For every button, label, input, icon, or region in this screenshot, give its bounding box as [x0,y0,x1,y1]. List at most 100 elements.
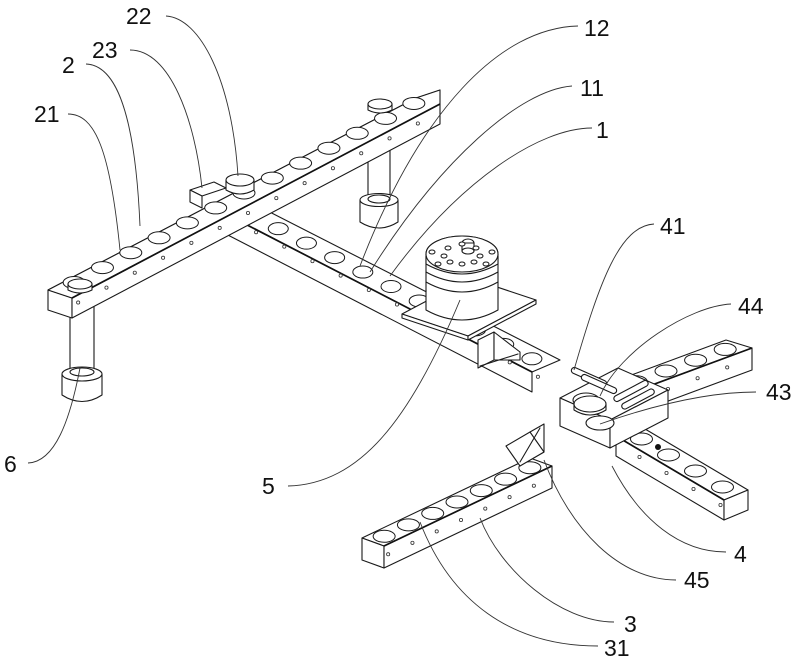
beam-hole [267,222,289,236]
label-1: 1 [596,117,609,143]
label-5: 5 [262,473,275,499]
beam-hole [90,261,114,275]
boss-22 [225,173,255,195]
beam-hole [324,251,346,265]
bracket-45 [505,423,545,467]
screw-hole [245,210,250,215]
beam-hole [204,201,228,215]
screw-hole [410,540,415,545]
screw-hole [387,136,392,141]
disk-bolt-hole [458,261,466,267]
label-41: 41 [660,213,686,239]
cross-beam-lower [615,425,749,521]
disk-bolt-hole [472,245,480,251]
beam-hole [630,432,653,446]
screw-hole [386,552,391,557]
beam-hole [396,518,420,532]
label-43: 43 [766,379,792,405]
beam-hole [521,352,543,366]
disk-bolt-hole [428,249,436,255]
beam-hole [421,506,445,520]
screw-hole [302,181,307,186]
rotary-unit-5 [401,235,537,369]
screw-hole [330,166,335,171]
disk-bolt-hole [434,261,442,267]
beam-hole [711,480,734,494]
beam-hole [260,171,284,185]
disk-bolt-hole [444,245,452,251]
screw-hole [695,376,700,381]
screw-hole [531,483,536,488]
screw-hole [282,244,287,249]
beam-hole [402,96,426,110]
screw-hole [132,270,137,275]
screw-hole [189,240,194,245]
beam-hole [380,280,402,293]
label-2: 2 [62,52,75,78]
cross-beam-2 [47,89,441,403]
beam-hole [317,141,341,155]
disk-bolt-hole [476,253,484,259]
beam-hole [295,236,317,250]
boss-right [367,98,393,114]
suction-column-6-left [61,305,103,403]
beam-hole [345,126,369,140]
beam-3 [361,457,553,569]
beam-hole [684,464,707,478]
beam-hole [494,472,518,486]
beam-hole [289,156,313,170]
screw-hole [458,518,463,523]
beam-hole [374,111,398,125]
label-44: 44 [738,293,764,319]
label-45: 45 [684,567,710,593]
screw-hole [161,255,166,260]
beam-hole [518,461,542,475]
beam-hole [147,231,171,245]
screw-hole [483,506,488,511]
boss-left [67,278,93,294]
screw-hole [507,360,512,365]
disk-bolt-hole [446,259,454,265]
screw-hole [637,454,642,459]
screw-hole [434,529,439,534]
beam-hole [175,216,199,230]
label-12: 12 [584,15,610,41]
label-23: 23 [92,37,118,63]
label-22: 22 [126,3,152,29]
screw-hole [664,470,669,475]
screw-hole [415,121,420,126]
hole-43 [585,415,615,431]
screw-hole [507,495,512,500]
screw-hole [718,502,723,507]
disk-bolt-hole [458,241,466,247]
screw-hole [366,288,371,293]
screw-hole [359,151,364,156]
screw-hole [217,225,222,230]
reference-labels: 22 23 2 21 12 11 1 41 44 43 6 5 4 45 3 3… [4,3,792,660]
screw-hole [76,300,81,305]
screw-hole [535,374,540,379]
screw-hole [338,273,343,278]
beam-hole [469,484,493,498]
beam-hole [684,353,708,367]
center-block-4 [505,366,669,467]
beam-hole [713,342,737,356]
label-4: 4 [734,541,747,567]
suction-column-6-right [359,145,399,229]
beam-hole [119,246,143,260]
slots-41 [570,366,655,410]
beam-hole [657,448,680,462]
beam-hole [654,364,678,378]
screw-hole [254,230,259,235]
knob-44 [572,392,607,416]
leader-lines [27,15,757,647]
beam-hole [445,495,469,509]
beam-hole [352,265,374,279]
label-3: 3 [624,611,637,637]
screw-hole [104,285,109,290]
label-11: 11 [580,75,604,101]
label-21: 21 [34,101,60,127]
screw-hole [691,486,696,491]
screw-hole [394,302,399,307]
